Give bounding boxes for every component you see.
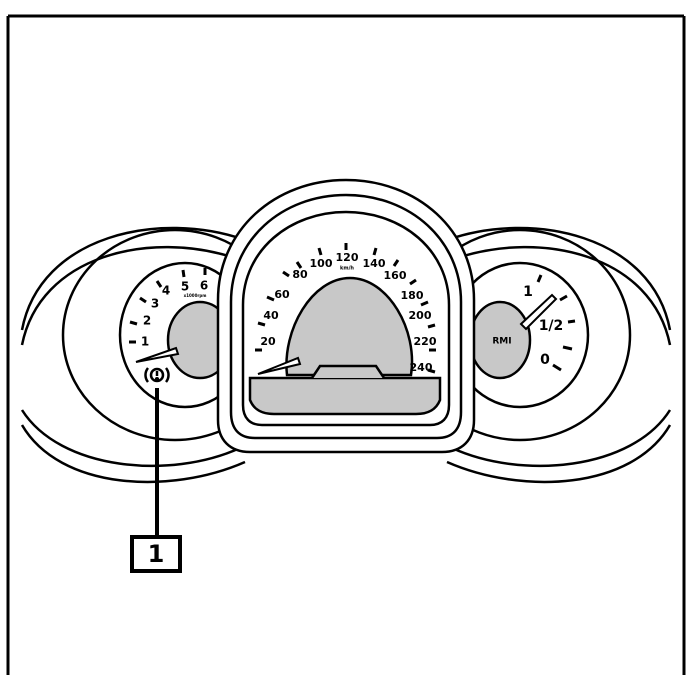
speed-label-220: 220 xyxy=(414,335,437,348)
speed-label-20: 20 xyxy=(260,335,276,348)
fuel-gauge-ticks xyxy=(536,274,576,372)
tach-label-3: 3 xyxy=(151,297,159,311)
speed-label-140: 140 xyxy=(363,257,386,270)
fuel-label-full: 1 xyxy=(523,284,533,300)
speed-label-120: 120 xyxy=(336,251,359,264)
cluster-housing xyxy=(20,226,672,484)
speed-label-160: 160 xyxy=(384,269,407,282)
speed-label-80: 80 xyxy=(292,268,308,281)
speed-label-240: 240 xyxy=(410,361,433,374)
tach-label-4: 4 xyxy=(162,284,170,298)
fuel-gauge: 1 1/2 0 RMI xyxy=(408,228,632,442)
speed-label-60: 60 xyxy=(274,288,290,301)
speedometer-ticks xyxy=(255,243,436,374)
speed-label-180: 180 xyxy=(401,289,424,302)
speedometer-display-notch xyxy=(310,364,386,379)
speed-label-200: 200 xyxy=(409,309,432,322)
tach-label-6: 6 xyxy=(200,279,208,293)
brake-warning-icon xyxy=(144,367,170,383)
callout-box xyxy=(130,535,182,573)
speed-label-40: 40 xyxy=(263,309,279,322)
tach-unit-label: x1000rpm xyxy=(184,293,207,298)
fuel-gauge-needle xyxy=(519,293,558,331)
tachometer-ticks xyxy=(129,268,207,344)
speedometer-needle xyxy=(257,356,302,375)
speedometer-lower-display xyxy=(248,376,442,416)
speedometer-unit-label: km/h xyxy=(340,266,354,272)
callout-1: 1 xyxy=(130,388,182,573)
fuel-gauge-badge: RMI xyxy=(492,337,511,347)
fuel-label-empty: 0 xyxy=(540,352,550,368)
callout-number: 1 xyxy=(148,540,165,568)
fuel-label-half: 1/2 xyxy=(539,318,564,334)
page-border xyxy=(6,14,686,675)
speed-label-100: 100 xyxy=(310,257,333,270)
tach-label-1: 1 xyxy=(141,335,149,349)
speedometer: 20 40 60 80 100 120 km/h 140 160 180 200… xyxy=(216,178,476,454)
tach-label-2: 2 xyxy=(143,314,151,328)
tach-label-5: 5 xyxy=(181,280,189,294)
tachometer-needle xyxy=(135,346,180,363)
speedometer-center-dial xyxy=(285,276,414,377)
